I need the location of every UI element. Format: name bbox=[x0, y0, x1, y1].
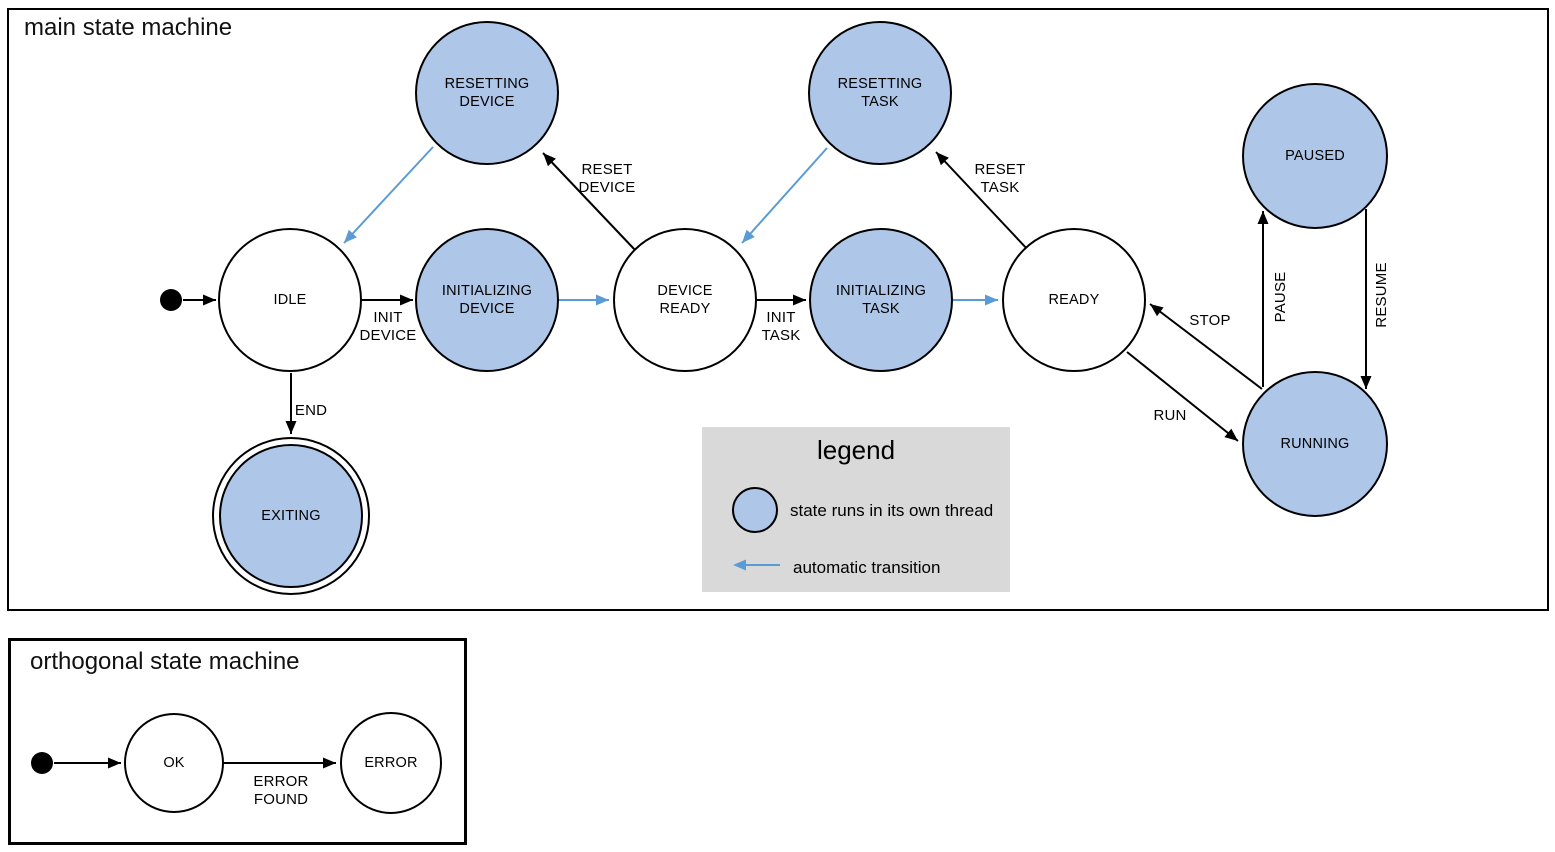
label-resume: RESUME bbox=[1373, 262, 1390, 328]
label-end: END bbox=[294, 402, 328, 419]
orthogonal-state-machine-frame bbox=[8, 638, 467, 845]
label-stop: STOP bbox=[1189, 312, 1231, 329]
final-state-ring: EXITING bbox=[212, 437, 370, 595]
legend-panel: legend state runs in its own thread auto… bbox=[702, 427, 1010, 592]
state-resetting-device: RESETTING DEVICE bbox=[415, 21, 559, 165]
state-paused: PAUSED bbox=[1242, 83, 1388, 229]
state-ok: OK bbox=[124, 713, 224, 813]
label-init-device: INIT DEVICE bbox=[359, 309, 417, 344]
label-init-task: INIT TASK bbox=[761, 309, 801, 344]
state-initializing-task: INITIALIZING TASK bbox=[809, 228, 953, 372]
state-ready: READY bbox=[1002, 228, 1146, 372]
state-running: RUNNING bbox=[1242, 371, 1388, 517]
main-initial-state-dot bbox=[160, 289, 182, 311]
label-reset-device: RESET DEVICE bbox=[578, 161, 636, 196]
main-diagram-title: main state machine bbox=[24, 14, 233, 41]
legend-automatic-transition-label: automatic transition bbox=[793, 558, 941, 577]
legend-title: legend bbox=[816, 435, 896, 465]
state-resetting-task: RESETTING TASK bbox=[808, 21, 952, 165]
state-exiting: EXITING bbox=[219, 444, 363, 588]
orthogonal-diagram-title: orthogonal state machine bbox=[30, 648, 300, 675]
legend-thread-state-label: state runs in its own thread bbox=[790, 501, 994, 520]
state-idle: IDLE bbox=[218, 228, 362, 372]
label-reset-task: RESET TASK bbox=[974, 161, 1026, 196]
thread-state-sample-icon bbox=[732, 487, 778, 533]
label-error-found: ERROR FOUND bbox=[253, 773, 309, 808]
orthogonal-initial-state-dot bbox=[31, 752, 53, 774]
automatic-transition-arrow-icon bbox=[733, 559, 780, 571]
label-run: RUN bbox=[1153, 407, 1187, 424]
main-state-machine-frame bbox=[7, 8, 1549, 611]
state-initializing-device: INITIALIZING DEVICE bbox=[415, 228, 559, 372]
state-device-ready: DEVICE READY bbox=[613, 228, 757, 372]
label-pause: PAUSE bbox=[1272, 271, 1289, 323]
state-error: ERROR bbox=[340, 712, 442, 814]
